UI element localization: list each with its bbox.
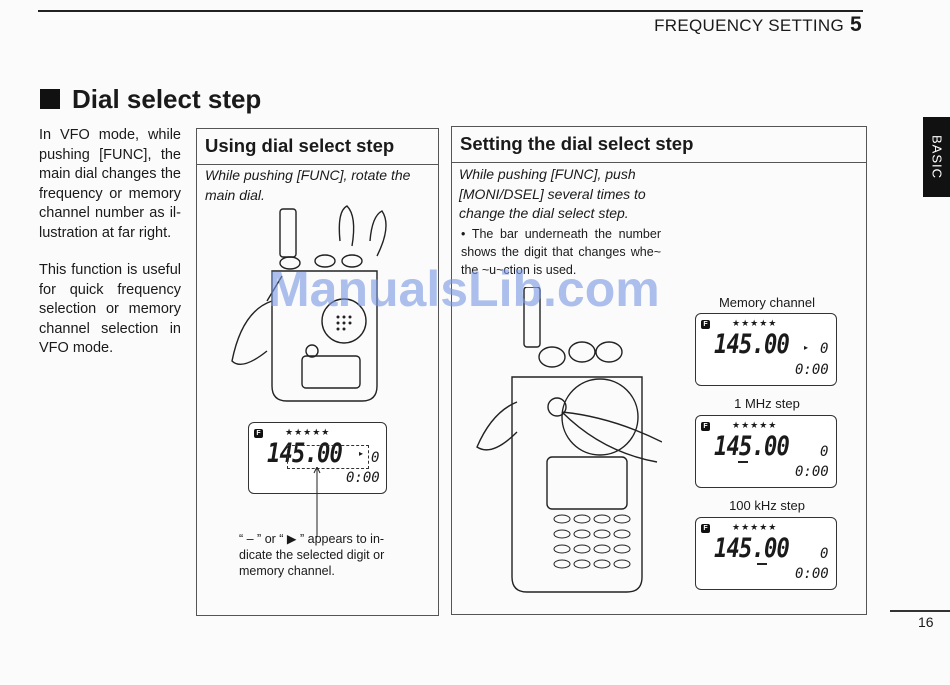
top-rule <box>38 10 863 12</box>
lcd-channel: 0 <box>371 450 380 466</box>
arrow-indicator-icon: ▸ <box>359 449 364 458</box>
selection-bracket <box>287 445 369 469</box>
lcd-time: 0:00 <box>795 566 829 582</box>
lcd-frequency: 145.00 <box>714 533 790 564</box>
radio-finger-illustration <box>476 287 662 593</box>
lcd-time: 0:00 <box>795 464 829 480</box>
setting-box-heading: Setting the dial select step <box>452 127 866 163</box>
intro-paragraph-2: This function is useful for quick freque… <box>39 262 181 356</box>
page-title-text: Dial select step <box>72 84 262 114</box>
section-title: FREQUENCY SETTING <box>654 16 845 35</box>
mhz-step-label: 1 MHz step <box>734 396 800 411</box>
bullet-dot-icon: • <box>461 227 466 241</box>
basic-side-tab: BASIC <box>923 117 950 197</box>
lcd-time: 0:00 <box>795 362 829 378</box>
pointer-line <box>313 467 321 537</box>
intro-paragraph-1: In VFO mode, while pushing [FUNC], the m… <box>39 127 181 241</box>
khz-step-label: 100 kHz step <box>729 498 805 513</box>
lcd-stars: ★★★★★ <box>285 427 331 437</box>
display-mhz-step: F ★★★★★ 145.00 0 0:00 <box>695 415 837 488</box>
memory-channel-label: Memory channel <box>718 295 816 310</box>
f-icon: F <box>701 320 710 329</box>
f-icon: F <box>701 422 710 431</box>
page-number: 16 <box>918 614 934 630</box>
digit-underline <box>757 563 767 565</box>
chapter-number: 5 <box>850 13 862 36</box>
setting-dial-select-box: Setting the dial select step While pushi… <box>451 126 867 615</box>
square-bullet-icon <box>40 89 60 109</box>
arrow-indicator-icon: ▸ <box>804 343 809 352</box>
lcd-frequency: 145.00 <box>267 438 343 469</box>
radio-hand-illustration <box>231 205 387 402</box>
lcd-channel: 0 <box>820 341 829 357</box>
side-tab-label: BASIC <box>929 134 944 180</box>
setting-box-bullet: • The bar underneath the number shows th… <box>461 225 661 279</box>
lcd-time: 0:00 <box>346 470 380 486</box>
setting-box-instruction: While pushing [FUNC], push [MONI/DSEL] s… <box>459 166 646 221</box>
page-title: Dial select step <box>40 84 261 115</box>
lcd-channel: 0 <box>820 444 829 460</box>
f-icon: F <box>254 429 263 438</box>
digit-underline <box>738 461 748 463</box>
using-box-instruction: While pushing [FUNC], rotate the main di… <box>205 167 411 203</box>
lcd-stars: ★★★★★ <box>732 420 778 430</box>
lcd-stars: ★★★★★ <box>732 522 778 532</box>
lcd-channel: 0 <box>820 546 829 562</box>
setting-box-bullet-text: The bar underneath the number shows the … <box>461 227 661 277</box>
page-header: FREQUENCY SETTING 5 <box>654 13 862 37</box>
watermark: ManualsLib.com <box>268 261 660 317</box>
display-khz-step: F ★★★★★ 145.00 0 0:00 <box>695 517 837 590</box>
lcd-frequency: 145.00 <box>714 431 790 462</box>
display-memory-channel: F ★★★★★ 145.00 ▸ 0 0:00 <box>695 313 837 386</box>
using-box-heading: Using dial select step <box>197 129 438 165</box>
lcd-frequency: 145.00 <box>714 329 790 360</box>
f-icon: F <box>701 524 710 533</box>
lcd-stars: ★★★★★ <box>732 318 778 328</box>
bottom-rule <box>890 610 950 612</box>
using-dial-select-box: Using dial select step While pushing [FU… <box>196 128 439 616</box>
using-box-caption: “ – ” or “ ▶ ” appears to in-dicate the … <box>239 532 385 578</box>
